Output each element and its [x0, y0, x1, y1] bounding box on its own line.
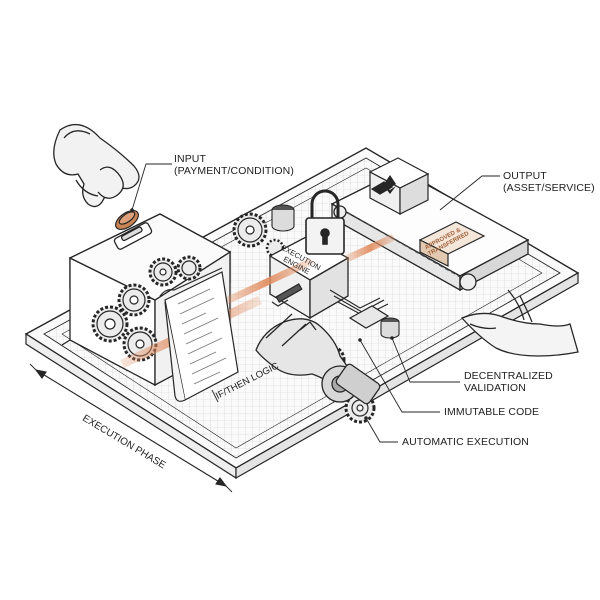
label-decentralized-line1: DECENTRALIZED — [464, 370, 553, 382]
label-output: OUTPUT (ASSET/SERVICE) — [503, 170, 595, 194]
coin-icon — [115, 209, 139, 231]
ethereum-icon — [384, 175, 396, 194]
label-decentralized-validation: DECENTRALIZED VALIDATION — [464, 370, 553, 394]
label-output-title: OUTPUT — [503, 170, 547, 182]
code-scroll — [159, 267, 239, 402]
label-input-title: INPUT — [174, 153, 206, 165]
leader-lines — [131, 163, 500, 443]
circuit-wires — [271, 283, 390, 329]
label-input-sub: (PAYMENT/CONDITION) — [174, 165, 294, 177]
padlock-icon — [305, 189, 345, 255]
leader-dot — [130, 208, 134, 212]
label-automatic-execution: AUTOMATIC EXECUTION — [402, 436, 529, 448]
leader-dot — [358, 338, 362, 342]
label-output-sub: (ASSET/SERVICE) — [503, 182, 595, 194]
label-decentralized-line2: VALIDATION — [464, 382, 526, 394]
leader-dot — [390, 336, 394, 340]
robot-hand-icon — [255, 313, 381, 405]
execution-phase-arrow — [29, 363, 233, 493]
hand-icon — [460, 289, 579, 357]
label-input: INPUT (PAYMENT/CONDITION) — [174, 153, 294, 177]
label-immutable-code: IMMUTABLE CODE — [444, 406, 540, 418]
leader-dot — [364, 416, 368, 420]
hand-icon — [53, 123, 140, 208]
storage-cylinders — [271, 204, 400, 339]
